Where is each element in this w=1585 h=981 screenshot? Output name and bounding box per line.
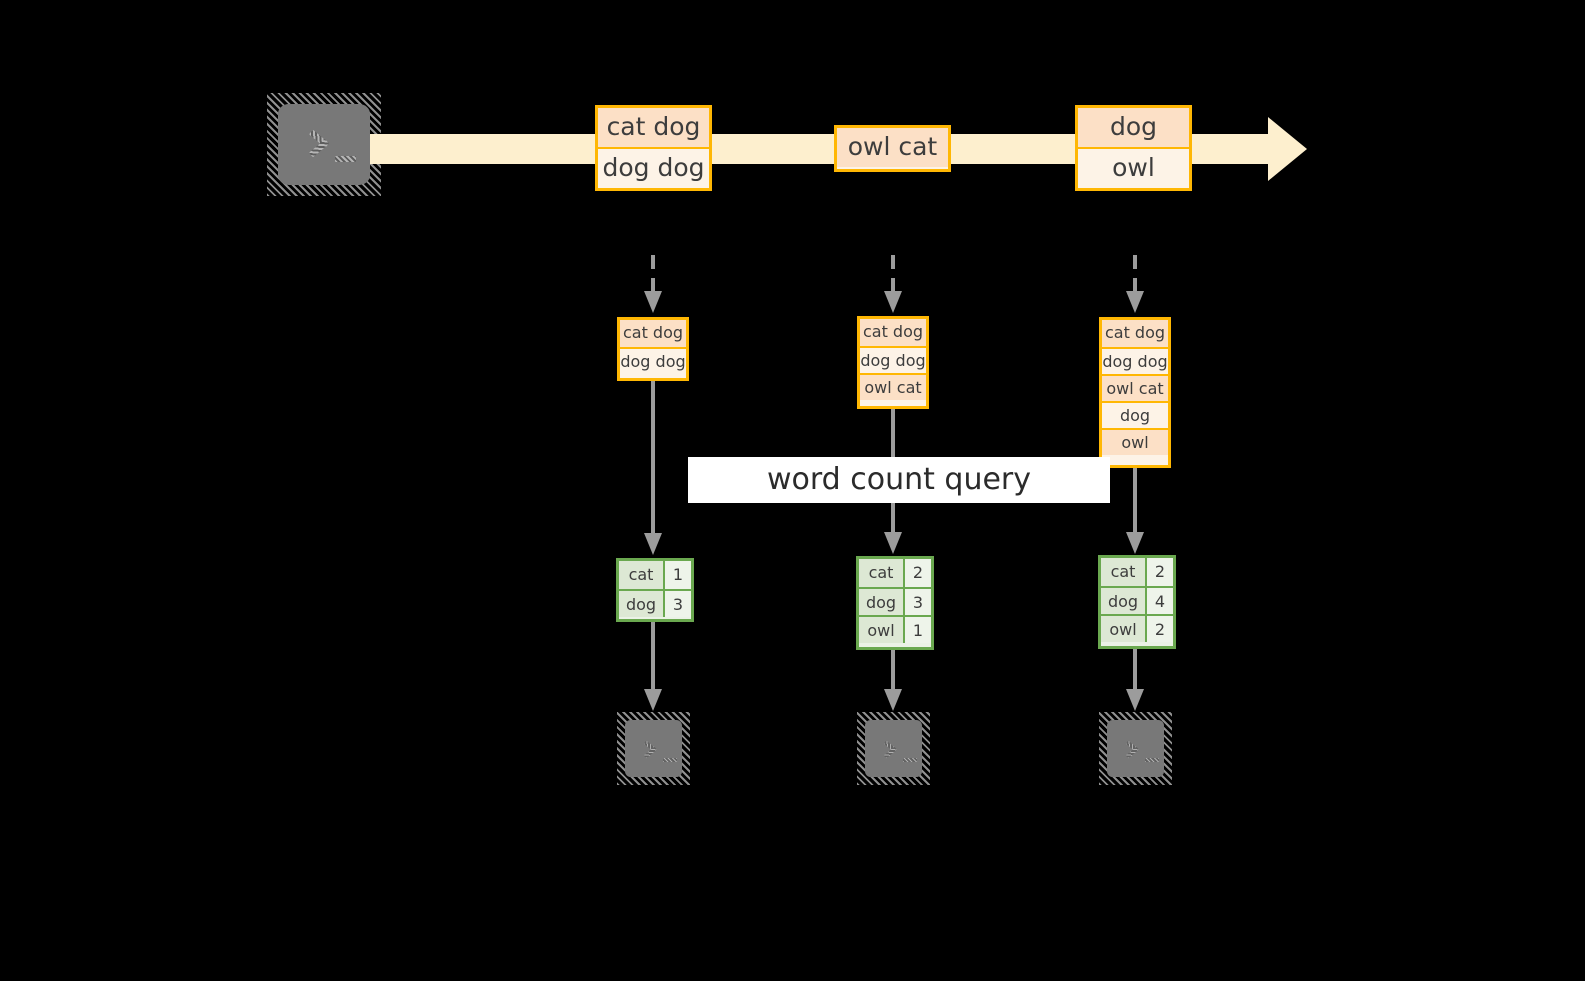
result-word: dog bbox=[859, 589, 903, 615]
snapshot-feed-arrow-2 bbox=[880, 255, 906, 317]
state-row: dog bbox=[1102, 401, 1168, 428]
sink-arrow-2 bbox=[880, 650, 906, 714]
result-count: 1 bbox=[663, 561, 691, 589]
result-word: dog bbox=[1101, 588, 1145, 614]
result-word: cat bbox=[859, 559, 903, 587]
result-count: 3 bbox=[903, 589, 931, 615]
table-row: dog 3 bbox=[859, 587, 931, 615]
terminal-prompt-cursor bbox=[1145, 758, 1159, 762]
query-label-banner: word count query bbox=[688, 457, 1110, 503]
stream-message-1: cat dog dog dog bbox=[595, 105, 712, 191]
message-row: dog dog bbox=[598, 147, 709, 186]
snapshot-feed-arrow-1 bbox=[640, 255, 666, 317]
result-word: owl bbox=[859, 617, 903, 643]
state-row: owl cat bbox=[1102, 374, 1168, 401]
result-count: 2 bbox=[1145, 558, 1173, 586]
terminal-screen bbox=[625, 720, 682, 777]
result-table-3: cat 2 dog 4 owl 2 bbox=[1098, 555, 1176, 649]
result-count: 2 bbox=[1145, 616, 1173, 642]
table-row: cat 1 bbox=[619, 561, 691, 589]
table-row: cat 2 bbox=[1101, 558, 1173, 586]
message-row: owl bbox=[1078, 147, 1189, 186]
sink-terminal-icon-3 bbox=[1099, 712, 1172, 785]
stream-state-1: cat dog dog dog bbox=[617, 317, 689, 381]
stream-state-3: cat dog dog dog owl cat dog owl bbox=[1099, 317, 1171, 468]
result-word: dog bbox=[619, 591, 663, 617]
table-row: dog 4 bbox=[1101, 586, 1173, 614]
terminal-prompt-chevron-lower bbox=[643, 746, 658, 759]
stream-state-2: cat dog dog dog owl cat bbox=[857, 316, 929, 409]
state-row: dog dog bbox=[860, 346, 926, 373]
result-table-2: cat 2 dog 3 owl 1 bbox=[856, 556, 934, 650]
query-arrow-3 bbox=[1122, 468, 1148, 557]
table-row: owl 1 bbox=[859, 615, 931, 643]
sink-arrow-1 bbox=[640, 622, 666, 714]
stream-message-3: dog owl bbox=[1075, 105, 1192, 191]
result-word: cat bbox=[1101, 558, 1145, 586]
sink-arrow-3 bbox=[1122, 649, 1148, 714]
result-word: cat bbox=[619, 561, 663, 589]
terminal-prompt-cursor bbox=[903, 758, 917, 762]
stream-message-2: owl cat bbox=[834, 125, 951, 172]
terminal-prompt-chevron-lower bbox=[1125, 746, 1140, 759]
sink-terminal-icon-1 bbox=[617, 712, 690, 785]
query-arrow-1 bbox=[640, 381, 666, 558]
table-row: owl 2 bbox=[1101, 614, 1173, 642]
result-count: 2 bbox=[903, 559, 931, 587]
terminal-prompt-cursor bbox=[663, 758, 677, 762]
state-row: owl cat bbox=[860, 373, 926, 400]
result-count: 3 bbox=[663, 591, 691, 617]
source-terminal-icon bbox=[267, 93, 381, 196]
terminal-screen bbox=[278, 104, 370, 185]
message-row: owl cat bbox=[837, 128, 948, 167]
state-row: cat dog bbox=[860, 319, 926, 346]
terminal-prompt-cursor bbox=[335, 156, 356, 162]
state-row: cat dog bbox=[620, 320, 686, 347]
snapshot-feed-arrow-3 bbox=[1122, 255, 1148, 317]
table-row: dog 3 bbox=[619, 589, 691, 617]
table-row: cat 2 bbox=[859, 559, 931, 587]
terminal-screen bbox=[865, 720, 922, 777]
query-label-text: word count query bbox=[766, 462, 1032, 497]
state-row: dog dog bbox=[620, 347, 686, 374]
result-count: 4 bbox=[1145, 588, 1173, 614]
terminal-prompt-chevron-lower bbox=[883, 746, 898, 759]
message-row: cat dog bbox=[598, 108, 709, 147]
state-row: owl bbox=[1102, 428, 1168, 455]
terminal-screen bbox=[1107, 720, 1164, 777]
state-row: dog dog bbox=[1102, 347, 1168, 374]
message-row: dog bbox=[1078, 108, 1189, 147]
result-table-1: cat 1 dog 3 bbox=[616, 558, 694, 622]
result-count: 1 bbox=[903, 617, 931, 643]
state-row: cat dog bbox=[1102, 320, 1168, 347]
result-word: owl bbox=[1101, 616, 1145, 642]
sink-terminal-icon-2 bbox=[857, 712, 930, 785]
